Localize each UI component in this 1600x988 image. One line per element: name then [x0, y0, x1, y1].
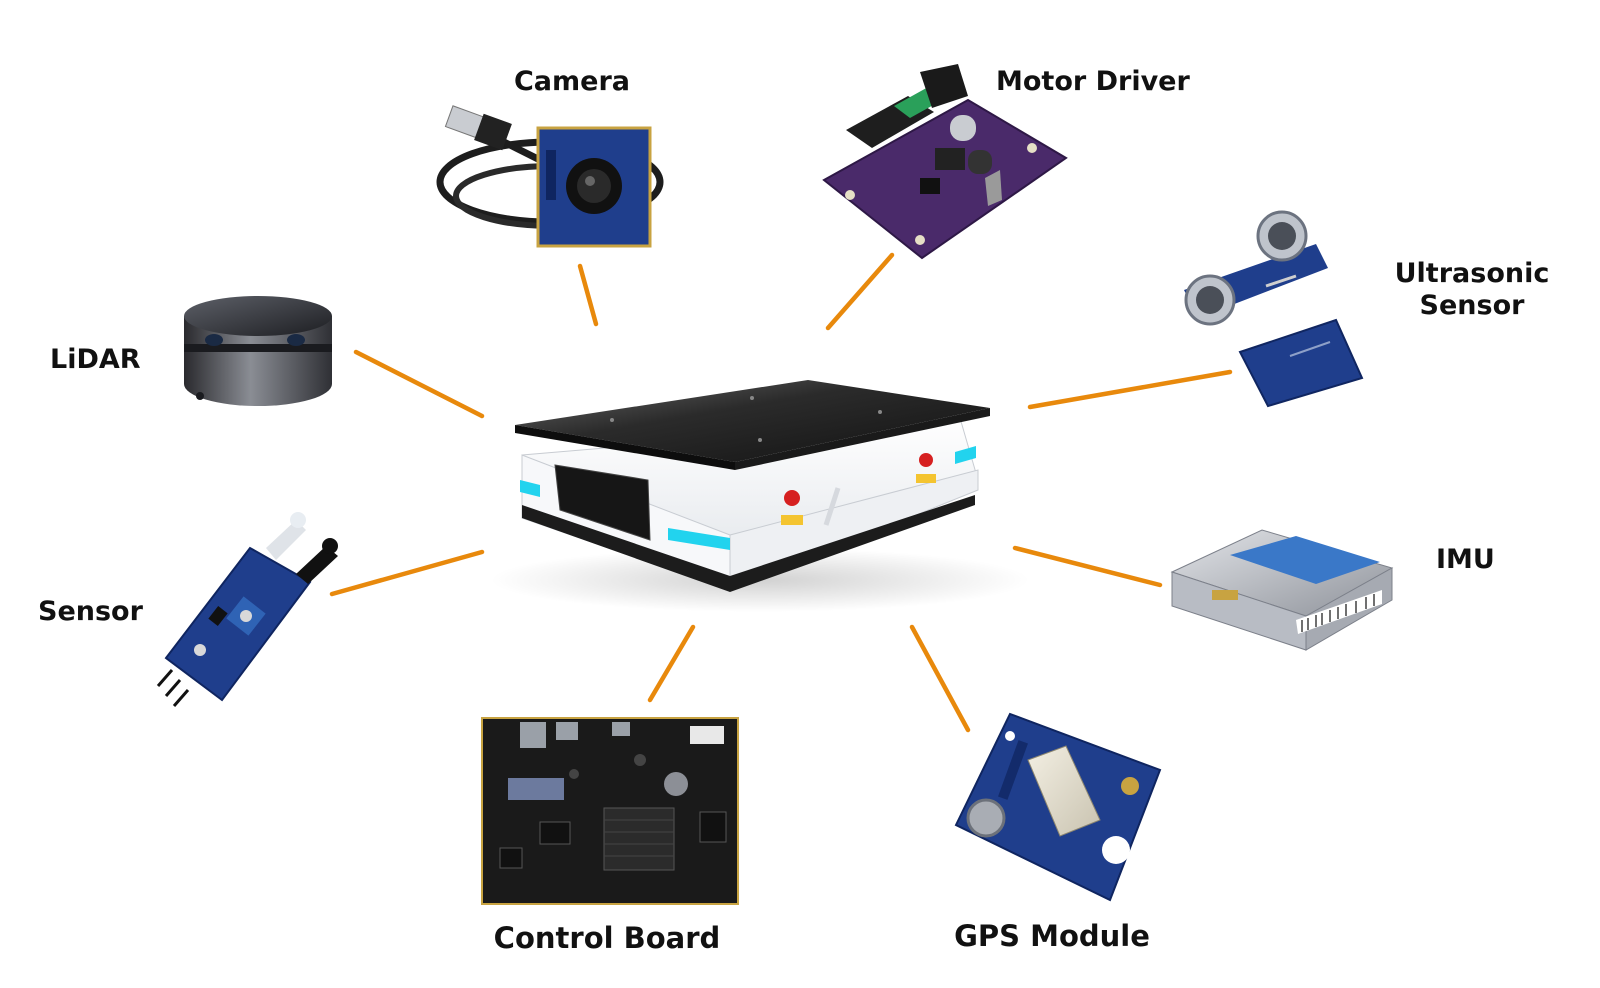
- label-ultrasonic-sensor: Ultrasonic Sensor: [1362, 258, 1582, 322]
- label-motor-driver: Motor Driver: [996, 66, 1190, 97]
- label-lidar: LiDAR: [50, 344, 141, 375]
- connector-imu: [1012, 545, 1163, 588]
- label-imu: IMU: [1436, 544, 1495, 575]
- connector-motor-driver: [825, 252, 895, 331]
- label-gps-module: GPS Module: [954, 919, 1150, 953]
- motor-driver-board-icon: [822, 64, 1068, 260]
- robot-base-illustration: [490, 380, 1030, 612]
- lidar-icon: [184, 296, 332, 406]
- connector-camera: [577, 263, 599, 327]
- connector-control-board: [647, 624, 696, 703]
- connector-lidar: [353, 349, 485, 419]
- label-ultrasonic-line-1: Ultrasonic: [1394, 258, 1550, 289]
- usb-camera-icon: [436, 105, 664, 248]
- connector-lines: [329, 252, 1233, 733]
- label-ultrasonic-line-2: Sensor: [1419, 290, 1525, 321]
- label-sensor: Sensor: [38, 596, 143, 627]
- control-board-icon: [481, 717, 739, 905]
- connector-ultrasonic: [1027, 369, 1233, 410]
- ir-sensor-icon: [156, 512, 338, 707]
- connector-sensor: [329, 549, 485, 597]
- gps-module-icon: [954, 712, 1162, 902]
- ultrasonic-sensor-icon: [1184, 210, 1364, 408]
- imu-module-icon: [1170, 529, 1394, 651]
- connector-gps: [909, 624, 971, 733]
- label-camera: Camera: [513, 66, 631, 97]
- label-control-board: Control Board: [493, 921, 721, 955]
